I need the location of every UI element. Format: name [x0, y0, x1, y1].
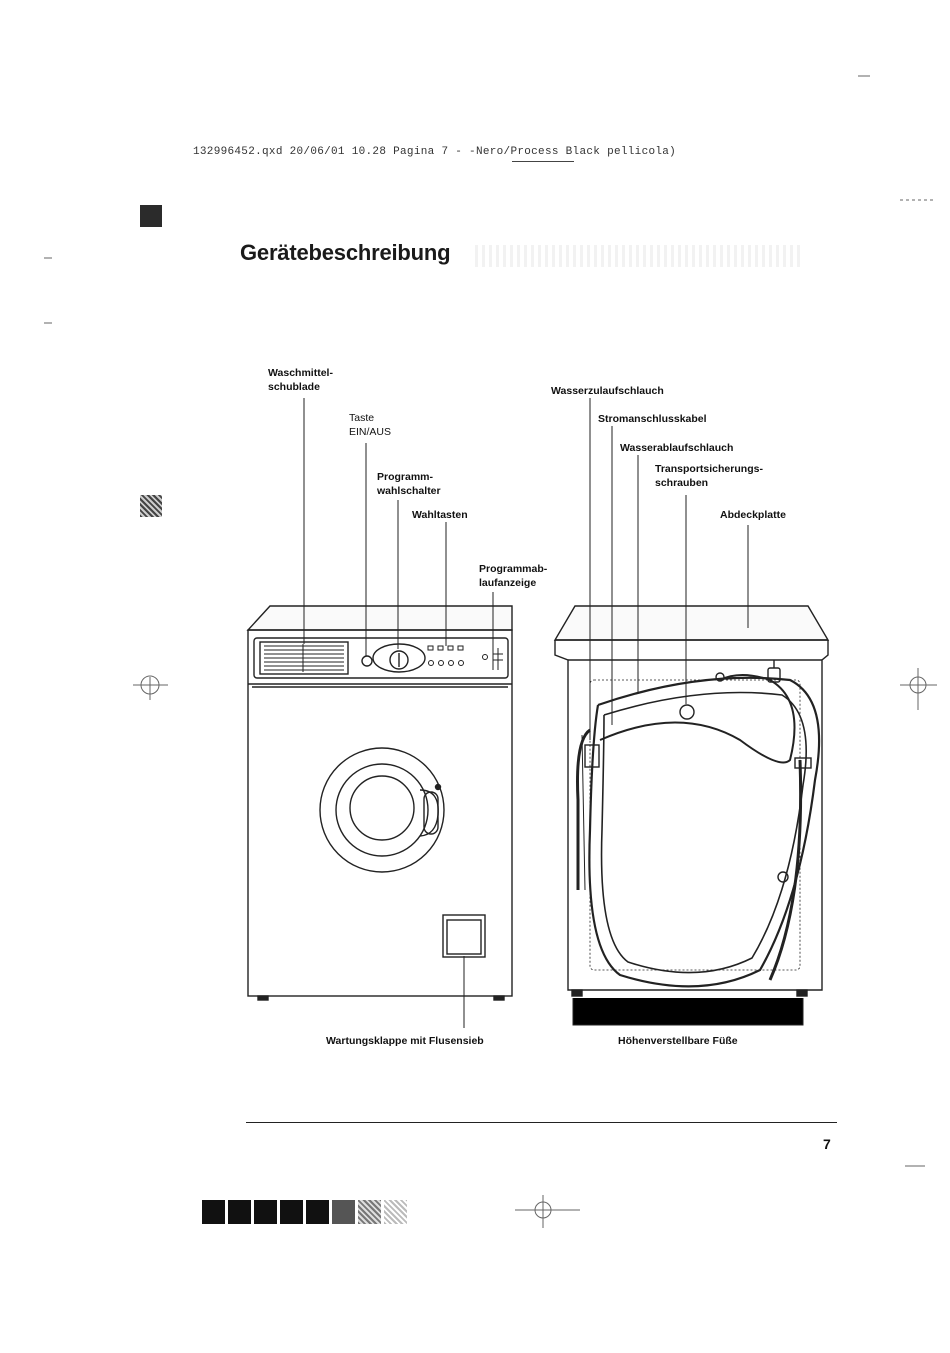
label-power-cable: Stromanschlusskabel: [598, 413, 707, 425]
label-cover-plate: Abdeckplatte: [720, 509, 786, 521]
label-option-buttons: Wahltasten: [412, 509, 468, 521]
page-number: 7: [823, 1136, 831, 1152]
density-patch: [228, 1200, 251, 1224]
label-adjustable-feet: Höhenverstellbare Füße: [618, 1035, 738, 1047]
label-detergent-drawer: Waschmittel- schublade: [268, 367, 333, 393]
density-patch: [254, 1200, 277, 1224]
density-patch: [332, 1200, 355, 1224]
density-patch: [280, 1200, 303, 1224]
label-drain-hose: Wasserablaufschlauch: [620, 442, 734, 454]
label-program-selector: Programm- wahlschalter: [377, 471, 441, 497]
slug-underline: [512, 161, 574, 162]
label-service-flap: Wartungsklappe mit Flusensieb: [326, 1035, 484, 1047]
page-title: Gerätebeschreibung: [240, 240, 451, 265]
density-patch: [202, 1200, 225, 1224]
label-onoff-button: Taste EIN/AUS: [349, 412, 392, 438]
label-progress-display: Programmab- laufanzeige: [479, 563, 548, 589]
density-patch: [358, 1200, 381, 1224]
density-patch: [306, 1200, 329, 1224]
label-transport-screws: Transportsicherungs- schrauben: [655, 463, 763, 489]
density-patch: [384, 1200, 407, 1224]
density-control-bar: [202, 1200, 407, 1224]
registration-block-pattern: [140, 495, 162, 517]
label-inlet-hose: Wasserzulaufschlauch: [551, 385, 664, 397]
print-slug: 132996452.qxd 20/06/01 10.28 Pagina 7 - …: [193, 146, 677, 158]
title-noise: [475, 245, 800, 267]
registration-block: [140, 205, 162, 227]
footer-rule: [246, 1122, 837, 1123]
